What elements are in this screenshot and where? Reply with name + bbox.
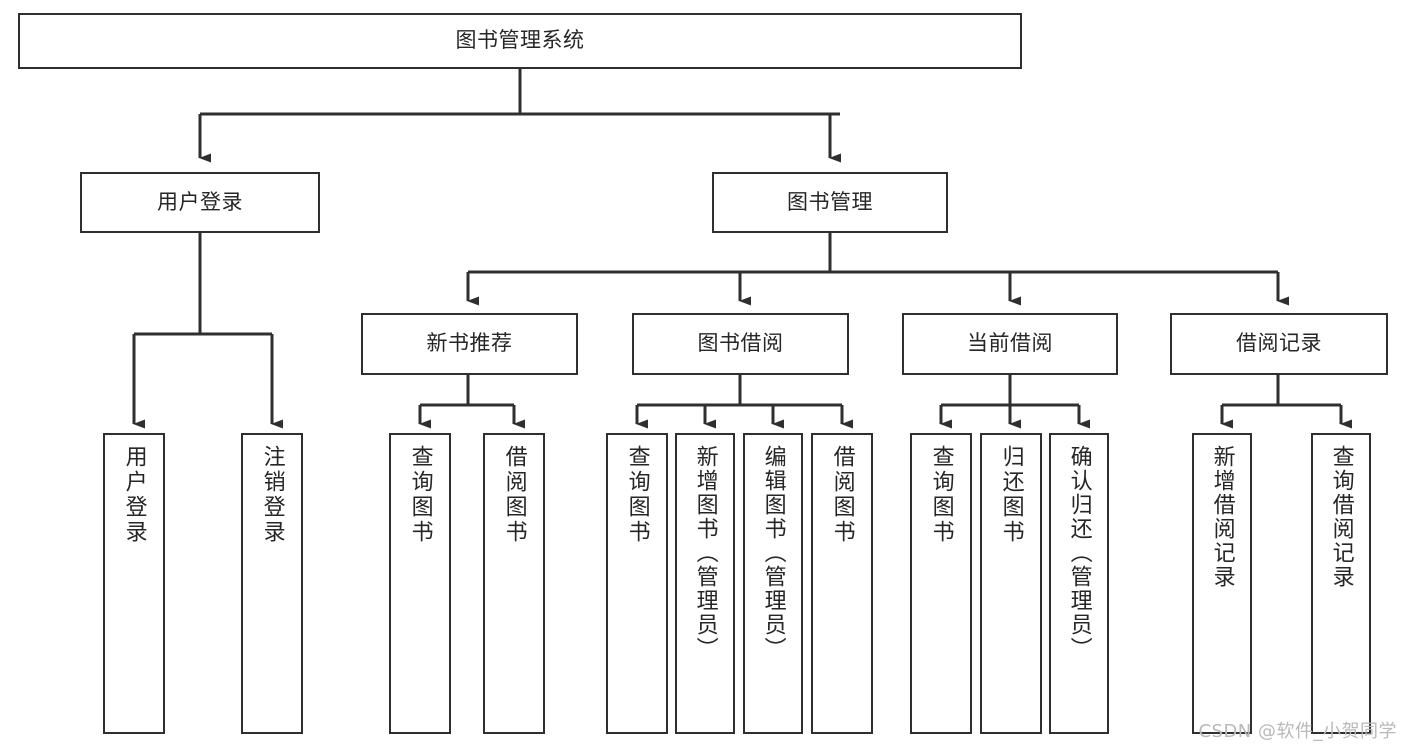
node-label: 图书借阅 [697, 331, 784, 356]
leaf-user-login-login[interactable]: 用户登录 [103, 433, 165, 734]
leaf-book-borrow-edit-book-admin[interactable]: 编辑图书（管理员） [743, 433, 803, 734]
leaf-user-login-logout[interactable]: 注销登录 [241, 433, 303, 734]
leaf-current-borrow-query-book[interactable]: 查询图书 [910, 433, 972, 734]
node-root-book-management-system[interactable]: 图书管理系统 [18, 13, 1022, 69]
node-label: 用户登录 [121, 445, 147, 545]
node-label: 图书管理系统 [455, 28, 585, 53]
node-user-login[interactable]: 用户登录 [80, 172, 320, 233]
node-label: 查询图书 [624, 445, 650, 545]
leaf-book-borrow-query-book[interactable]: 查询图书 [606, 433, 668, 734]
node-label: 注销登录 [259, 445, 285, 545]
node-borrow-record[interactable]: 借阅记录 [1170, 313, 1388, 375]
node-label: 借阅图书 [501, 445, 527, 545]
node-label: 借阅图书 [829, 445, 855, 545]
leaf-new-book-borrow-book[interactable]: 借阅图书 [483, 433, 545, 734]
leaf-borrow-record-add-record[interactable]: 新增借阅记录 [1192, 433, 1252, 734]
node-new-book-recommend[interactable]: 新书推荐 [361, 313, 578, 375]
leaf-book-borrow-borrow-book[interactable]: 借阅图书 [811, 433, 873, 734]
node-current-borrow[interactable]: 当前借阅 [902, 313, 1118, 375]
node-label: 图书管理 [787, 189, 873, 214]
leaf-current-borrow-confirm-return-admin[interactable]: 确认归还（管理员） [1049, 433, 1109, 734]
node-label: 查询图书 [928, 445, 954, 545]
node-label: 归还图书 [998, 445, 1024, 545]
node-book-management[interactable]: 图书管理 [712, 172, 948, 233]
node-label: 新书推荐 [426, 331, 513, 356]
node-label: 确认归还（管理员） [1066, 445, 1092, 661]
node-label: 查询图书 [407, 445, 433, 545]
csdn-watermark: CSDN @软件_小贺同学 [1198, 721, 1397, 742]
leaf-borrow-record-query-record[interactable]: 查询借阅记录 [1311, 433, 1371, 734]
node-label: 用户登录 [157, 189, 243, 214]
leaf-book-borrow-add-book-admin[interactable]: 新增图书（管理员） [675, 433, 735, 734]
node-book-borrow[interactable]: 图书借阅 [632, 313, 849, 375]
leaf-new-book-query-book[interactable]: 查询图书 [389, 433, 451, 734]
node-label: 新增图书（管理员） [692, 445, 718, 661]
node-label: 借阅记录 [1236, 331, 1322, 356]
node-label: 编辑图书（管理员） [760, 445, 786, 661]
node-label: 查询借阅记录 [1328, 445, 1354, 589]
node-label: 新增借阅记录 [1209, 445, 1235, 589]
node-label: 当前借阅 [967, 331, 1053, 356]
leaf-current-borrow-return-book[interactable]: 归还图书 [980, 433, 1042, 734]
